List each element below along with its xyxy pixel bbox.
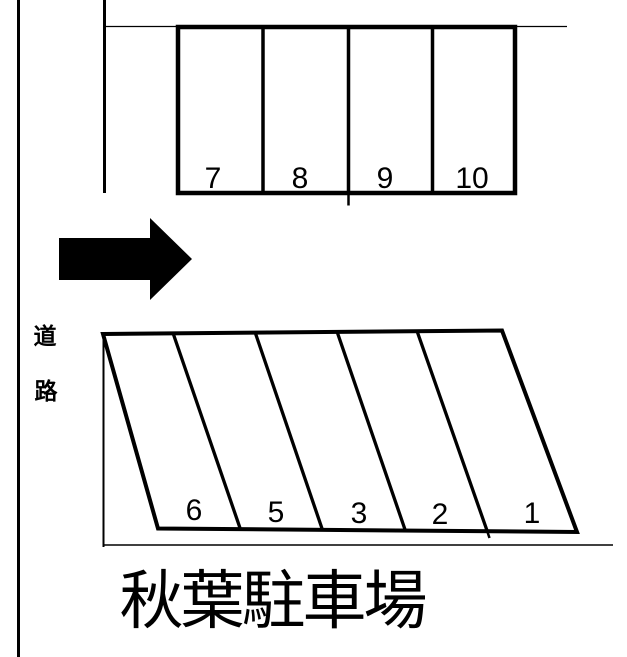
space-2-label: 2 [432,498,449,531]
space-7-label: 7 [205,162,222,195]
lower-space-divider-2 [253,331,324,530]
lower-parking-block [100,328,580,535]
space-3-label: 3 [351,497,368,530]
road-label-char-top: 道 [34,323,57,349]
space-10-label: 10 [455,162,488,195]
lot-title: 秋葉駐車場 [120,565,426,637]
lower-space-divider-1 [171,332,242,529]
right-arrow-icon [59,218,192,300]
lower-space-divider-3 [335,330,407,531]
lower-divider-tick-mark [485,530,491,539]
space-9-label: 9 [377,162,394,195]
space-1-label: 1 [524,497,541,530]
space-5-label: 5 [268,496,285,529]
upper-parking-block [175,24,518,196]
space-6-label: 6 [186,494,203,527]
lower-space-divider-4 [415,330,489,532]
space-8-label: 8 [292,162,309,195]
road-label-char-bottom: 路 [35,378,59,404]
